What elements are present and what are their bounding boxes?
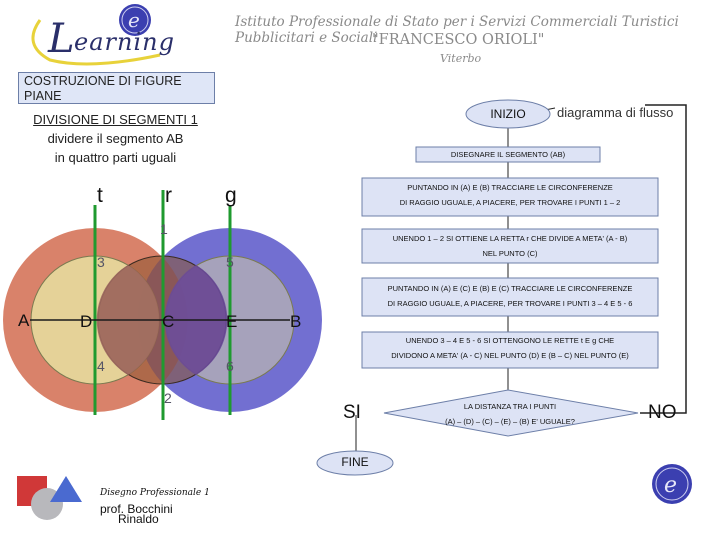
number-6: 6 [226, 358, 234, 374]
step3-box [361, 228, 659, 264]
point-e: E [226, 312, 238, 331]
logo-e-circle [119, 4, 151, 36]
step1-box [415, 146, 601, 163]
label-r: r [165, 184, 172, 207]
school-title: "FRANCESCO ORIOLI" [372, 32, 545, 48]
logo-word: earning [74, 28, 175, 56]
lesson-subtitle: DIVISIONE DI SEGMENTI 1 [33, 112, 198, 127]
flowchart-caption: diagramma di flusso [557, 105, 674, 120]
lesson-description: DIVISIONE DI SEGMENTI 1 dividere il segm… [18, 110, 213, 167]
lesson-task-2: in quattro parti uguali [54, 150, 177, 165]
no-label: NO [648, 402, 677, 423]
number-3: 3 [97, 254, 105, 270]
point-a: A [18, 311, 30, 330]
learning-logo: e [31, 4, 161, 66]
logo-initial: L [48, 16, 75, 62]
step1-text: DISEGNARE IL SEGMENTO (AB) [416, 148, 600, 161]
school-city: Viterbo [440, 52, 482, 65]
step2-box [361, 177, 659, 217]
step2-text: PUNTANDO IN (A) E (B) TRACCIARE LE CIRCO… [362, 181, 658, 209]
label-g: g [225, 184, 237, 207]
yes-label: SI [343, 402, 361, 423]
step2-line1: PUNTANDO IN (A) E (B) TRACCIARE LE CIRCO… [407, 183, 613, 192]
label-t: t [97, 184, 103, 207]
step3-text: UNENDO 1 – 2 SI OTTIENE LA RETTA r CHE D… [362, 232, 658, 260]
point-c: C [162, 312, 175, 331]
start-label: INIZIO [490, 107, 526, 121]
step2-line2: DI RAGGIO UGUALE, A PIACERE, PER TROVARE… [399, 198, 621, 207]
step5-text: UNENDO 3 – 4 E 5 - 6 SI OTTENGONO LE RET… [362, 334, 658, 362]
step5-box [361, 331, 659, 369]
blue-triangle-shape [50, 476, 82, 502]
number-5: 5 [226, 254, 234, 270]
decision-text: LA DISTANZA TRA I PUNTI (A) – (D) – (C) … [400, 400, 620, 428]
end-label: FINE [341, 455, 369, 469]
course-name: Disegno Professionale 1 [100, 488, 210, 498]
step5-line1: UNENDO 3 – 4 E 5 - 6 SI OTTENGONO LE RET… [405, 336, 615, 345]
step5-line2: DIVIDONO A META' (A - C) NEL PUNTO (D) E… [391, 351, 629, 360]
step4-line2: DI RAGGIO UGUALE, A PIACERE, PER TROVARE… [387, 299, 633, 308]
step4-box [361, 277, 659, 317]
number-1: 1 [160, 221, 168, 237]
logo-swoosh [31, 19, 161, 66]
decision-node [383, 389, 639, 437]
lesson-title-box [18, 72, 215, 104]
teacher-name: Rinaldo [118, 512, 159, 526]
decision-line1: LA DISTANZA TRA I PUNTI [463, 402, 557, 411]
point-b: B [290, 312, 302, 331]
no-loop-connector [640, 104, 687, 414]
lesson-task-1: dividere il segmento AB [47, 131, 184, 146]
step1-line: DISEGNARE IL SEGMENTO (AB) [450, 150, 566, 159]
e-logo-bottom [652, 464, 692, 504]
svg-text:e: e [664, 473, 677, 498]
end-node [316, 450, 394, 476]
number-4: 4 [97, 358, 105, 374]
step4-line1: PUNTANDO IN (A) E (C) E (B) E (C) TRACCI… [387, 284, 633, 293]
point-d: D [80, 312, 93, 331]
step4-text: PUNTANDO IN (A) E (C) E (B) E (C) TRACCI… [362, 282, 658, 310]
step3-line2: NEL PUNTO (C) [482, 249, 538, 258]
logo-e-glyph: e [128, 8, 140, 32]
decision-line2: (A) – (D) – (C) – (E) – (B) E' UGUALE? [445, 417, 575, 426]
step3-line1: UNENDO 1 – 2 SI OTTIENE LA RETTA r CHE D… [392, 234, 628, 243]
lesson-title: COSTRUZIONE DI FIGURE PIANE [24, 74, 182, 103]
start-node [465, 99, 551, 129]
teacher-title: prof. Bocchini [100, 502, 173, 516]
school-name: Istituto Professionale di Stato per i Se… [235, 14, 679, 46]
number-2: 2 [164, 390, 172, 406]
